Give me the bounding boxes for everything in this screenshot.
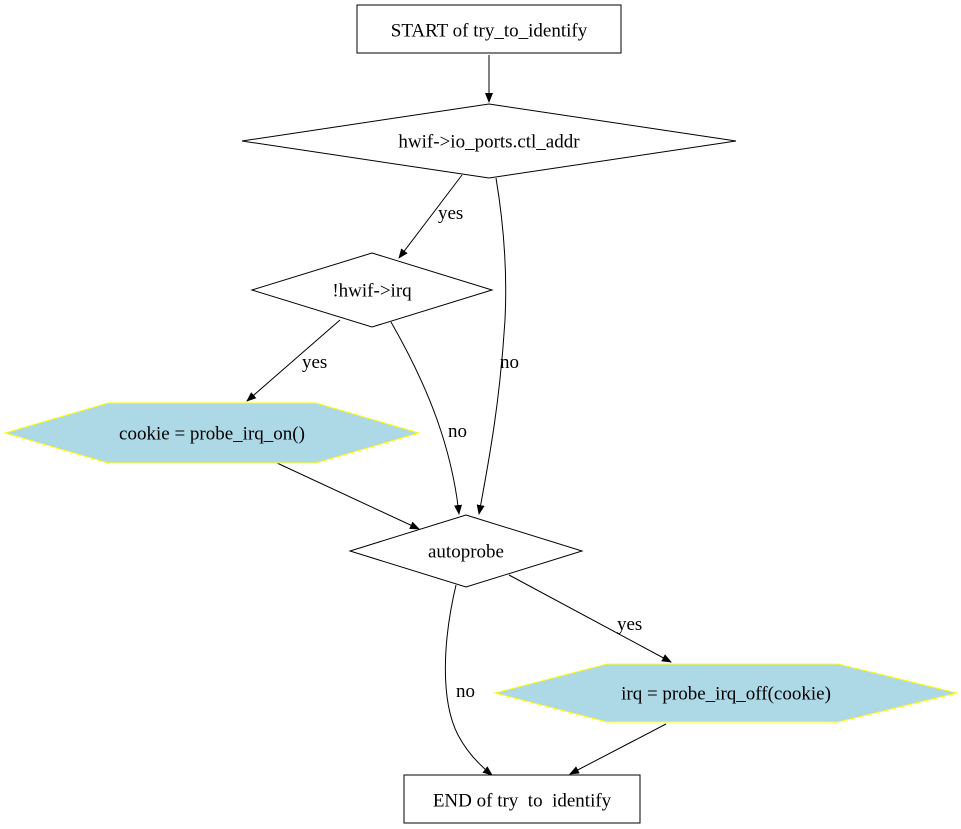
node-cookie-hexagon xyxy=(3,402,421,464)
edge-autoprobe-yes xyxy=(508,574,672,663)
edge-label-autoprobe-no: no xyxy=(456,681,475,702)
edge-irq-yes xyxy=(246,319,341,402)
node-cookie-label: cookie = probe_irq_on() xyxy=(119,423,305,444)
node-start-label: START of try_to_identify xyxy=(391,20,588,41)
edge-irq-off-to-end xyxy=(569,723,667,775)
node-cond-ctl-addr-diamond xyxy=(241,103,737,179)
node-cond-irq-label: !hwif->irq xyxy=(332,280,412,301)
edge-irq-no xyxy=(390,321,462,515)
node-cond-irq: !hwif->irq xyxy=(250,252,494,328)
node-cond-irq-diamond xyxy=(250,252,494,328)
edge-label-irq-yes: yes xyxy=(302,352,327,373)
node-end: END of try to identify xyxy=(403,774,641,824)
node-autoprobe: autoprobe xyxy=(348,514,584,588)
node-start: START of try_to_identify xyxy=(356,4,622,54)
node-cond-ctl-addr-label: hwif->io_ports.ctl_addr xyxy=(398,131,580,152)
edge-label-irq-no: no xyxy=(448,421,467,442)
edge-label-ctl-addr-yes: yes xyxy=(438,203,463,224)
node-end-box xyxy=(403,774,641,824)
edges: yes no yes no yes no xyxy=(246,55,672,776)
node-cond-ctl-addr: hwif->io_ports.ctl_addr xyxy=(241,103,737,179)
node-irq-off-hexagon xyxy=(493,663,958,723)
edge-ctl-addr-yes xyxy=(398,174,463,259)
node-autoprobe-diamond xyxy=(348,514,584,588)
edge-label-autoprobe-yes: yes xyxy=(617,614,642,635)
edge-ctl-addr-no xyxy=(476,177,507,515)
edge-label-ctl-addr-no: no xyxy=(500,352,519,373)
node-irq-off: irq = probe_irq_off(cookie) xyxy=(493,663,958,723)
node-autoprobe-label: autoprobe xyxy=(428,541,504,562)
edge-autoprobe-no xyxy=(444,584,493,776)
node-cookie: cookie = probe_irq_on() xyxy=(3,402,421,464)
node-irq-off-label: irq = probe_irq_off(cookie) xyxy=(621,683,831,704)
node-end-label: END of try to identify xyxy=(433,790,612,811)
node-start-box xyxy=(356,4,622,54)
edge-cookie-to-autoprobe xyxy=(276,462,420,530)
